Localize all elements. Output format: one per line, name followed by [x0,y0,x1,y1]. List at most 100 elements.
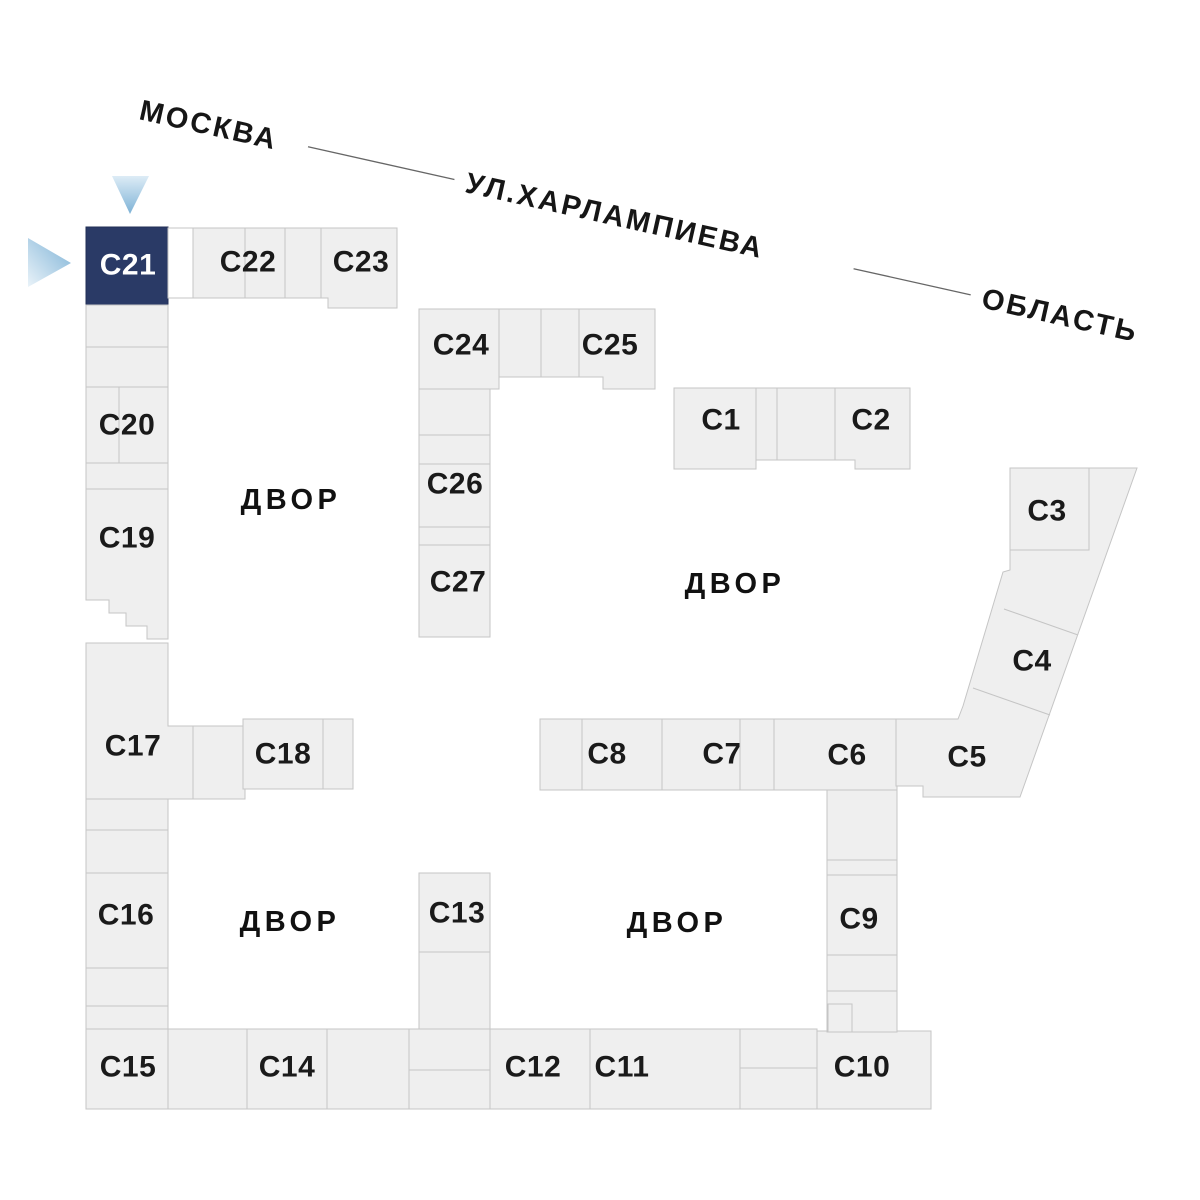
building-c21-shape[interactable] [85,226,169,306]
building-c2-label: С2 [851,404,890,437]
building-c8-shape[interactable] [581,718,663,791]
building-section-shape [192,725,246,800]
building-c22-label: С22 [220,246,277,279]
building-section-shape [167,1028,248,1110]
building-c17[interactable]: С17 [85,642,194,800]
building-c20-label: С20 [99,409,156,442]
building-section-shape [85,1005,169,1030]
section-divider [1003,608,1079,636]
building-c25-shape[interactable] [578,308,656,390]
building-c16[interactable]: С16 [85,872,169,969]
building-c26[interactable]: С26 [418,463,491,528]
building-c19[interactable]: С19 [85,488,169,640]
building-c10-label: С10 [834,1051,891,1084]
building-section-shape [827,1003,853,1033]
building-c9[interactable]: С9 [826,874,898,956]
selected-arrow-down-icon [112,176,149,214]
building-section-shape [85,829,169,874]
building-c13-shape[interactable] [418,872,491,953]
building-c23-shape[interactable] [320,227,398,309]
building-c8[interactable]: С8 [581,718,663,791]
building-c11-shape[interactable] [589,1028,741,1110]
building-c18[interactable]: С18 [242,718,354,790]
building-c20-shape[interactable] [85,386,169,464]
building-section-shape[interactable] [418,951,491,1030]
courtyard-label-bottom-right: ДВОР [627,907,728,939]
building-section-shape[interactable] [192,227,246,299]
street-line-left [307,146,455,181]
building-section-shape [539,718,583,791]
building-c16-label: С16 [98,899,155,932]
courtyard-label-top-left: ДВОР [241,484,342,516]
building-c13[interactable]: С13 [418,872,491,1030]
building-c14-label: С14 [259,1051,316,1084]
building-section-shape [826,859,898,876]
building-c6[interactable]: С6 [773,718,898,791]
building-c2[interactable]: С2 [834,387,911,470]
building-c27-label: С27 [430,566,487,599]
building-c20[interactable]: С20 [85,386,169,464]
building-c27[interactable]: С27 [418,544,491,638]
building-c5-label: С5 [947,741,986,774]
building-c8-label: С8 [587,738,626,771]
building-c11[interactable]: С11 [589,1028,741,1110]
building-c12[interactable]: С12 [489,1028,591,1110]
building-section-shape [418,526,491,546]
building-c19-label: С19 [99,522,156,555]
building-section-shape [408,1069,491,1110]
building-c3-shape[interactable] [1009,467,1090,551]
building-c19-shape[interactable] [85,488,169,640]
building-c7-label: С7 [702,738,741,771]
building-c27-shape[interactable] [418,544,491,638]
building-c12-label: С12 [505,1051,562,1084]
building-section-shape [418,388,491,436]
building-section-shape [826,789,898,861]
building-c21-label: С21 [100,249,157,282]
building-c9-label: С9 [839,903,878,936]
building-c14[interactable]: С14 [246,1028,328,1110]
building-section-shape [755,387,778,461]
building-c9-shape[interactable] [826,874,898,956]
building-section-shape[interactable] [498,308,542,378]
building-c22[interactable]: С22 [192,227,322,299]
building-c11-label: С11 [595,1051,650,1084]
building-c3[interactable]: С3 [1009,467,1090,551]
building-section-shape [85,462,169,490]
building-c12-shape[interactable] [489,1028,591,1110]
building-c16-shape[interactable] [85,872,169,969]
building-c5[interactable]: С5 [947,741,986,774]
building-section-shape[interactable] [284,227,322,299]
building-c7-shape[interactable] [661,718,741,791]
building-c2-shape[interactable] [834,387,911,470]
building-c6-shape[interactable] [773,718,898,791]
building-c10-shape[interactable] [816,1030,932,1110]
building-c1-shape[interactable] [673,387,757,470]
building-c21[interactable]: С21 [85,226,169,306]
building-section-shape [826,954,898,992]
building-c18-label: С18 [255,738,312,771]
building-section-shape [85,967,169,1007]
building-c24[interactable]: С24 [418,308,580,390]
building-c18-shape[interactable] [242,718,354,790]
building-section-shape [85,798,169,831]
building-section-shape [408,1028,491,1071]
building-c10[interactable]: С10 [816,1030,932,1110]
building-c1-label: С1 [701,404,740,437]
courtyard-label-top-right: ДВОР [685,568,786,600]
building-section-shape [739,1067,818,1110]
building-c23[interactable]: С23 [320,227,398,309]
building-section-shape[interactable] [540,308,580,378]
building-c25[interactable]: С25 [578,308,656,390]
building-c3-label: С3 [1027,495,1066,528]
building-c1[interactable]: С1 [673,387,757,470]
building-c15-shape[interactable] [85,1028,169,1110]
building-c15[interactable]: С15 [85,1028,169,1110]
building-section-shape [739,1028,818,1069]
building-c17-shape[interactable] [85,642,194,800]
building-c7[interactable]: С7 [661,718,742,791]
building-c4[interactable]: С4 [1012,645,1051,678]
building-c24-shape[interactable] [418,308,500,390]
street-name-label: УЛ.ХАРЛАМПИЕВА [462,167,767,265]
building-c14-shape[interactable] [246,1028,328,1110]
building-c25-label: С25 [582,329,639,362]
